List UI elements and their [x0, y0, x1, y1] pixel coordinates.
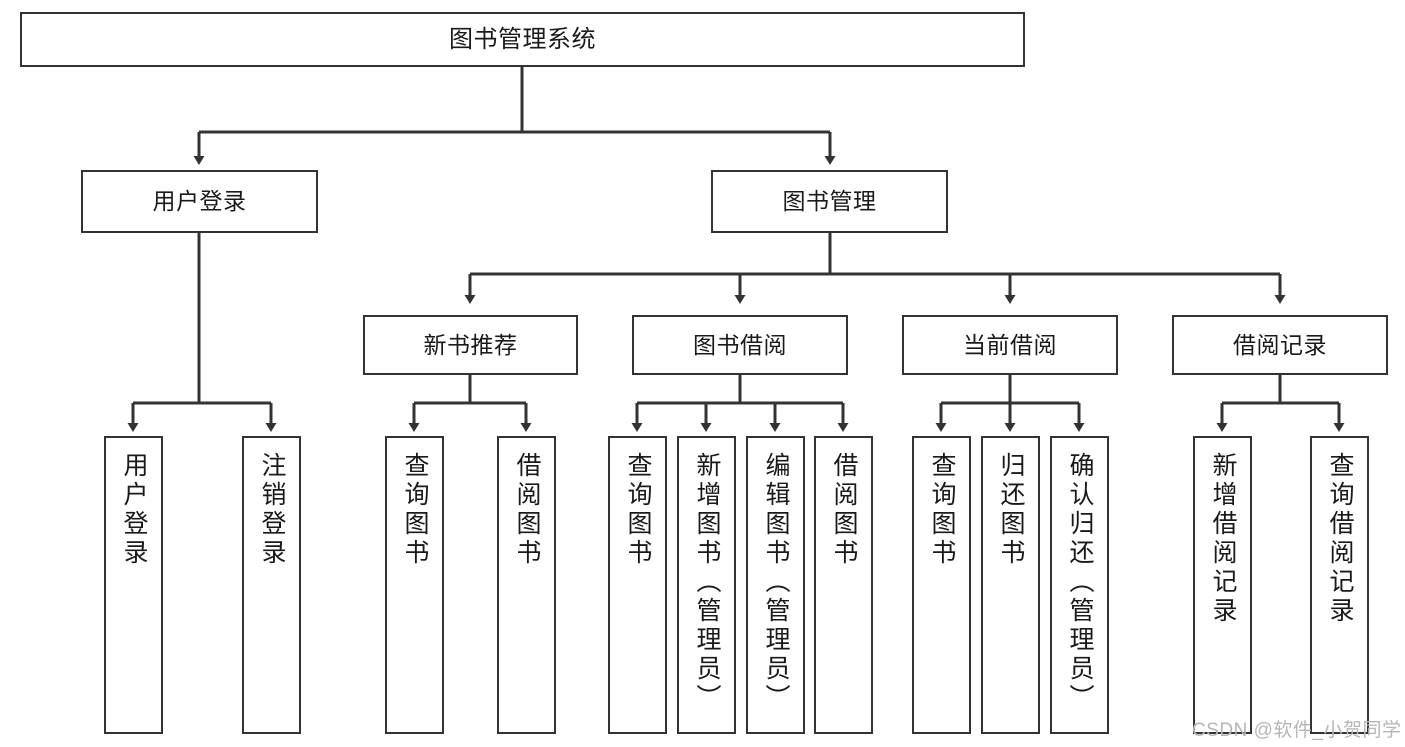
leaf-record-add-borrow-record[interactable]: 新增借阅记录 [1193, 436, 1252, 734]
node-book-borrow[interactable]: 图书借阅 [632, 315, 848, 375]
leaf-borrow-add-book-admin[interactable]: 新增图书（管理员） [677, 436, 736, 734]
node-label: 图书管理系统 [449, 25, 596, 53]
leaf-borrow-borrow-book[interactable]: 借阅图书 [814, 436, 873, 734]
csdn-watermark: CSDN @软件_小贺同学 [1192, 720, 1402, 741]
node-label: 当前借阅 [963, 331, 1057, 358]
leaf-record-query-borrow-record[interactable]: 查询借阅记录 [1310, 436, 1369, 734]
leaf-logout[interactable]: 注销登录 [242, 436, 301, 734]
node-label: 用户登录 [120, 452, 148, 568]
node-label: 确认归还（管理员） [1066, 452, 1094, 713]
node-label: 新书推荐 [423, 331, 518, 358]
node-label: 图书借阅 [693, 331, 787, 358]
node-label: 新增图书（管理员） [693, 452, 721, 713]
node-user-login[interactable]: 用户登录 [81, 170, 318, 233]
node-label: 查询图书 [624, 452, 652, 568]
node-label: 注销登录 [258, 452, 286, 568]
node-label: 借阅记录 [1233, 331, 1327, 358]
leaf-current-confirm-return-admin[interactable]: 确认归还（管理员） [1050, 436, 1109, 734]
node-new-book-recommend[interactable]: 新书推荐 [363, 315, 578, 375]
leaf-recommend-borrow-book[interactable]: 借阅图书 [497, 436, 556, 734]
leaf-recommend-query-book[interactable]: 查询图书 [385, 436, 444, 734]
leaf-borrow-edit-book-admin[interactable]: 编辑图书（管理员） [746, 436, 805, 734]
node-book-management[interactable]: 图书管理 [711, 170, 948, 233]
leaf-current-query-book[interactable]: 查询图书 [912, 436, 971, 734]
node-label: 归还图书 [997, 452, 1025, 568]
node-label: 查询图书 [401, 452, 429, 568]
leaf-borrow-query-book[interactable]: 查询图书 [608, 436, 667, 734]
node-label: 查询借阅记录 [1326, 452, 1354, 626]
node-label: 用户登录 [152, 188, 247, 215]
node-label: 编辑图书（管理员） [762, 452, 790, 713]
node-current-borrow[interactable]: 当前借阅 [902, 315, 1118, 375]
node-label: 图书管理 [782, 188, 877, 215]
node-label: 查询图书 [928, 452, 956, 568]
node-label: 借阅图书 [830, 452, 858, 568]
node-root-book-management-system[interactable]: 图书管理系统 [20, 12, 1025, 67]
leaf-current-return-book[interactable]: 归还图书 [981, 436, 1040, 734]
node-borrow-record[interactable]: 借阅记录 [1172, 315, 1388, 375]
node-label: 新增借阅记录 [1209, 452, 1237, 626]
node-label: 借阅图书 [513, 452, 541, 568]
leaf-user-login[interactable]: 用户登录 [104, 436, 163, 734]
